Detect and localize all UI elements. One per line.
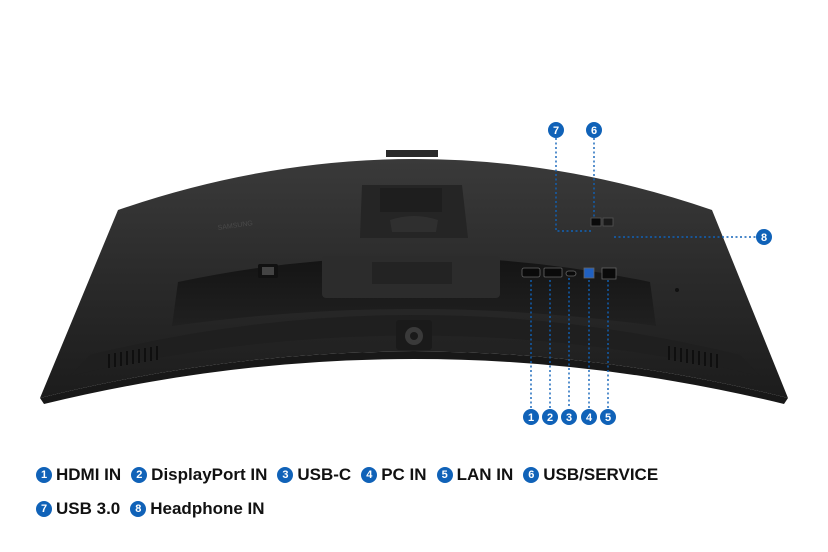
- vent-band: [70, 315, 760, 376]
- svg-text:4: 4: [586, 412, 593, 424]
- pc-in-port: [583, 267, 595, 279]
- legend-row-2: 7 USB 3.0 8 Headphone IN: [36, 499, 265, 519]
- legend-badge: 3: [277, 467, 294, 483]
- legend-label: Headphone IN: [150, 499, 265, 518]
- monitor-bottom-edge: [40, 351, 788, 404]
- legend-badge: 7: [36, 501, 52, 517]
- usb-c-port: [565, 270, 577, 277]
- port-cluster: [521, 217, 617, 280]
- legend-label: PC IN: [381, 465, 427, 484]
- svg-text:5: 5: [605, 412, 611, 424]
- hdmi-port: [521, 267, 541, 278]
- power-connector: [258, 264, 278, 278]
- legend-badge: 5: [436, 467, 453, 483]
- brand-logo: SAMSUNG: [217, 220, 253, 232]
- legend-badge: 1: [36, 467, 52, 483]
- legend-label: USB-C: [297, 465, 352, 484]
- stand-mount: [360, 185, 468, 238]
- speaker-grille-left: [108, 346, 158, 368]
- service-port: [590, 217, 602, 227]
- usb-30-port: [602, 217, 614, 227]
- callout-7: 7: [548, 122, 564, 138]
- svg-text:8: 8: [761, 232, 767, 244]
- callout-lines: [530, 138, 756, 408]
- legend-item-hdmi-in: 1 HDMI IN: [36, 465, 121, 485]
- callout-5: 5: [600, 409, 616, 425]
- center-cover-inset: [372, 262, 452, 284]
- callout-badges: 1 2 3 4 5 6 7 8: [523, 122, 772, 425]
- legend-item-headphone-in: 8 Headphone IN: [130, 499, 265, 519]
- callout-2: 2: [542, 409, 558, 425]
- legend-label: USB 3.0: [56, 499, 121, 518]
- displayport-port: [543, 267, 563, 278]
- callout-1: 1: [523, 409, 539, 425]
- legend-row-1: 1 HDMI IN 2 DisplayPort IN 3 USB-C 4 PC …: [36, 465, 658, 485]
- legend-label: LAN IN: [456, 465, 514, 484]
- svg-text:1: 1: [528, 412, 534, 424]
- callout-4: 4: [581, 409, 597, 425]
- legend-badge: 4: [361, 467, 378, 483]
- legend-item-usb-service: 6 USB/SERVICE: [523, 465, 658, 485]
- top-bezel-tab: [386, 150, 438, 157]
- speaker-grille-right: [668, 346, 718, 368]
- legend-item-lan-in: 5 LAN IN: [436, 465, 514, 485]
- svg-text:7: 7: [553, 125, 559, 137]
- legend-label: HDMI IN: [56, 465, 122, 484]
- callout-8: 8: [756, 229, 772, 245]
- svg-text:3: 3: [566, 412, 572, 424]
- legend-item-displayport-in: 2 DisplayPort IN: [131, 465, 267, 485]
- callout-3: 3: [561, 409, 577, 425]
- svg-text:6: 6: [591, 125, 597, 137]
- lan-port: [601, 267, 617, 280]
- legend-badge: 6: [523, 467, 540, 483]
- callout-6: 6: [586, 122, 602, 138]
- legend-label: DisplayPort IN: [151, 465, 268, 484]
- legend-badge: 8: [130, 501, 147, 517]
- legend-item-usb-c: 3 USB-C: [277, 465, 351, 485]
- legend-badge: 2: [131, 467, 148, 483]
- kensington-slot: [675, 288, 679, 292]
- legend-label: USB/SERVICE: [543, 465, 659, 484]
- legend-item-pc-in: 4 PC IN: [361, 465, 427, 485]
- control-joystick: [396, 320, 432, 350]
- legend-item-usb-30: 7 USB 3.0: [36, 499, 120, 519]
- svg-text:2: 2: [547, 412, 553, 424]
